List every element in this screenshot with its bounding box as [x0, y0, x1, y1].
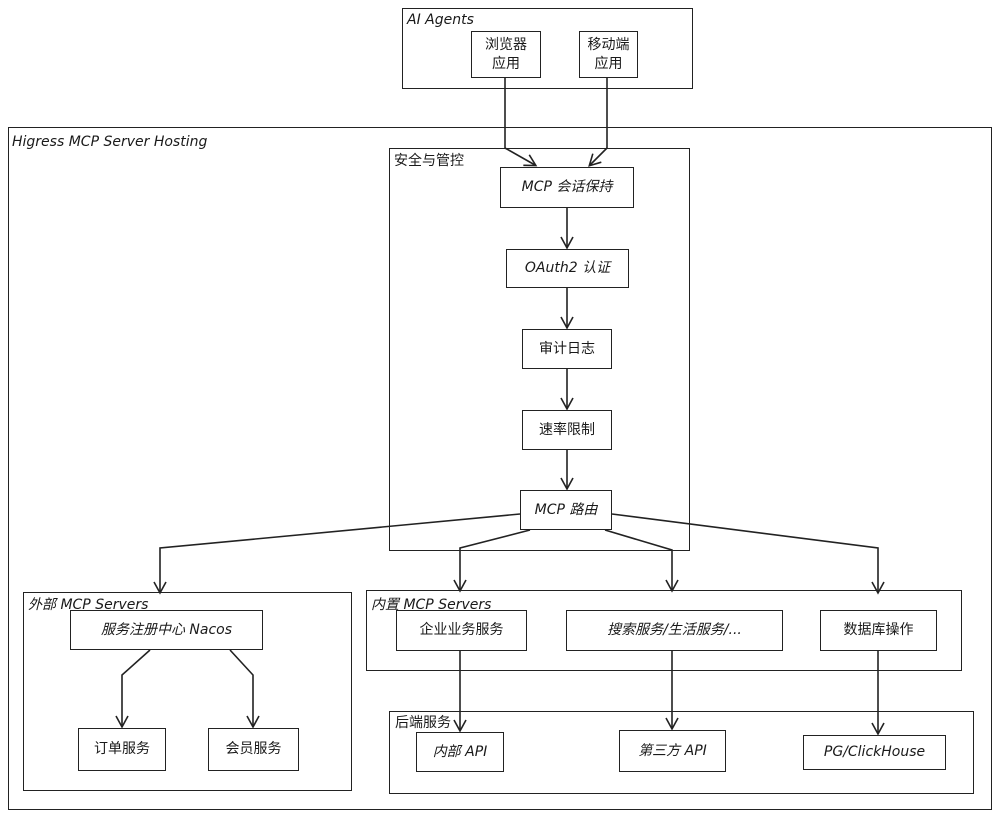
session-node: MCP 会话保持: [500, 167, 634, 208]
edge-registry-member: [229, 649, 260, 729]
security-group: [389, 148, 690, 551]
enterprise-node: 企业业务服务: [396, 610, 527, 651]
router-node: MCP 路由: [520, 490, 612, 530]
internal-api-node: 内部 API: [416, 732, 504, 772]
security-title: 安全与管控: [394, 153, 464, 169]
edge-registry-order: [115, 649, 151, 729]
backend-title: 后端服务: [395, 715, 451, 731]
browser-app-node: 浏览器应用: [471, 31, 541, 78]
mobile-app-node: 移动端应用: [579, 31, 638, 78]
rate-limit-node: 速率限制: [522, 410, 612, 450]
oauth-node: OAuth2 认证: [506, 249, 629, 288]
builtin-group: [366, 590, 962, 671]
hosting-group: [8, 127, 992, 810]
ai-agents-group: [402, 8, 693, 89]
database-node: 数据库操作: [820, 610, 937, 651]
edge-browser-session-arrow: [504, 147, 538, 167]
builtin-title: 内置 MCP Servers: [371, 597, 492, 613]
backend-group: [389, 711, 974, 794]
mobile-app-line1: 移动端: [587, 36, 630, 53]
mobile-app-line2: 应用: [594, 55, 623, 72]
member-service-node: 会员服务: [208, 728, 299, 771]
browser-app-line1: 浏览器: [485, 36, 527, 53]
edge-router-external: [153, 513, 521, 595]
edge-mobile-session-arrow: [588, 147, 608, 167]
db-node: PG/ClickHouse: [803, 735, 946, 770]
order-service-node: 订单服务: [78, 728, 166, 771]
registry-node: 服务注册中心 Nacos: [70, 610, 263, 650]
ai-agents-title: AI Agents: [407, 12, 474, 28]
audit-node: 审计日志: [522, 329, 612, 369]
search-node: 搜索服务/生活服务/...: [566, 610, 783, 651]
browser-app-line2: 应用: [492, 55, 520, 72]
external-group: [23, 592, 352, 791]
external-title: 外部 MCP Servers: [28, 597, 149, 613]
third-party-api-node: 第三方 API: [619, 730, 726, 772]
hosting-title: Higress MCP Server Hosting: [12, 134, 208, 150]
edge-router-enterprise: [453, 529, 531, 593]
edge-router-database: [611, 513, 885, 595]
